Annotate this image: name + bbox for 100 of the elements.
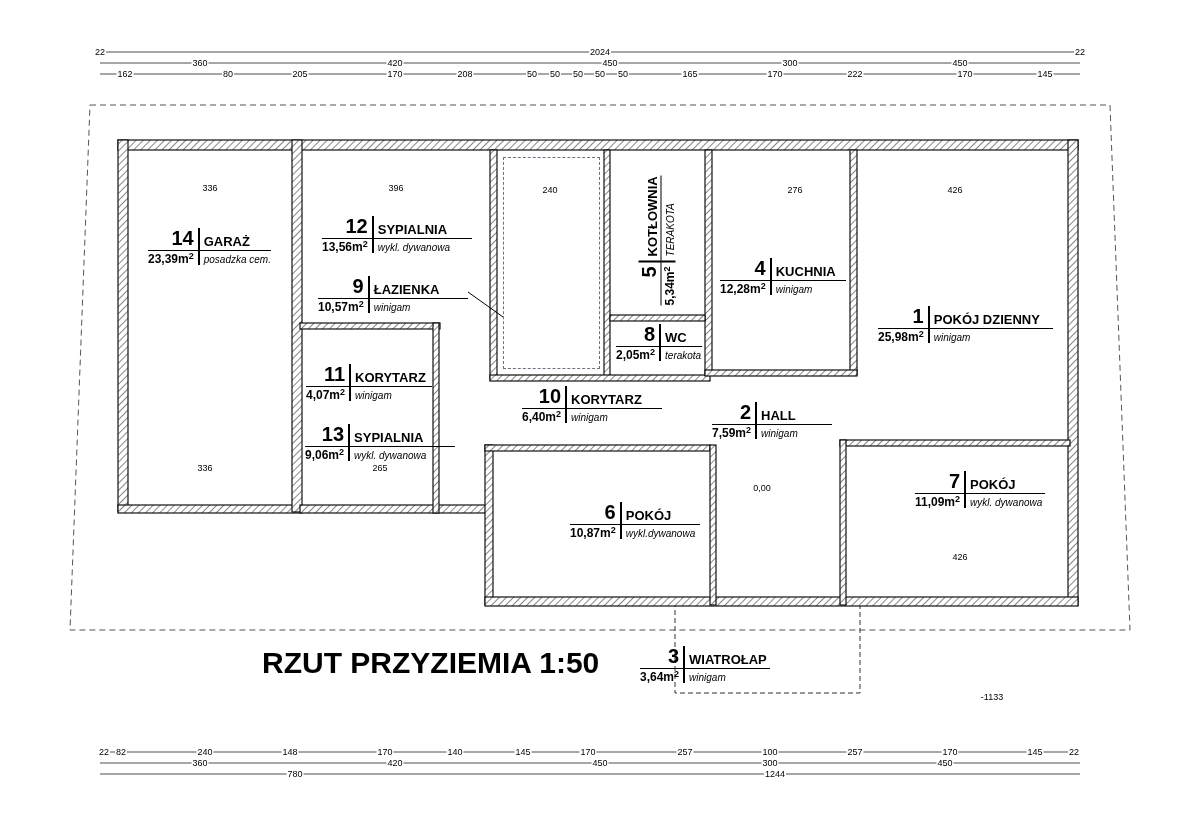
room-area: 12,28m$^{2}$ [720, 281, 772, 295]
dimension-label: 145 [1036, 69, 1054, 79]
dimension-label: 22 [94, 47, 106, 57]
dimension-label: 222 [846, 69, 864, 79]
dimension-label: 265 [371, 463, 389, 473]
dimension-label: 240 [196, 747, 214, 757]
dimension-label: 257 [846, 747, 864, 757]
dimension-label: 80 [222, 69, 234, 79]
dimension-label: 420 [386, 58, 404, 68]
dimension-label: 780 [286, 769, 304, 779]
room-label [305, 424, 455, 461]
dimension-label: 50 [549, 69, 561, 79]
room-name: WC [661, 331, 702, 347]
room-label [640, 646, 770, 683]
leader-line [467, 291, 504, 318]
floor-finish: winigam [932, 331, 972, 343]
room-label [322, 216, 472, 253]
room-name: POKÓJ [966, 478, 1045, 494]
dimension-label: 420 [386, 758, 404, 768]
dimension-label: 360 [191, 58, 209, 68]
dimension-label: 450 [936, 758, 954, 768]
room-number: 12 [322, 216, 374, 239]
dimension-label: 276 [786, 185, 804, 195]
dimension-label: 396 [387, 183, 405, 193]
dimension-label: 2024 [589, 47, 611, 57]
room-area: 10,57m$^{2}$ [318, 299, 370, 313]
dimension-label: 145 [1026, 747, 1044, 757]
dimension-label: 22 [98, 747, 110, 757]
dimension-label: 50 [572, 69, 584, 79]
room-name: SYPIALNIA [373, 223, 472, 239]
room-name: ŁAZIENKA [369, 283, 468, 299]
dimension-label: 148 [281, 747, 299, 757]
room-name: POKÓJ [621, 509, 700, 525]
dimension-label: -1133 [979, 692, 1005, 702]
floor-finish: TERAKOTA [663, 202, 676, 259]
dimension-label: 205 [291, 69, 309, 79]
dimension-label: 450 [591, 758, 609, 768]
room-label [712, 402, 832, 439]
dimension-label: 426 [951, 552, 969, 562]
room-label [306, 364, 432, 401]
room-label [522, 386, 662, 423]
room-name: KORYTARZ [351, 371, 432, 387]
floor-finish: wykl.dywanowa [624, 527, 697, 539]
dimension-label: 360 [191, 758, 209, 768]
room-area: 2,05m$^{2}$ [616, 347, 662, 361]
room-area: 10,87m$^{2}$ [570, 525, 622, 539]
room-number: 1 [878, 306, 930, 329]
floor-finish: terakota [664, 349, 702, 361]
room-number: 14 [148, 228, 200, 251]
room-name: WIATROŁAP [685, 653, 770, 669]
dimension-label: 170 [766, 69, 784, 79]
floor-finish: winigam [354, 389, 393, 401]
dimension-label: 22 [1068, 747, 1080, 757]
room-name: HALL [757, 409, 832, 425]
dimension-label: 170 [956, 69, 974, 79]
room-area: 3,64m$^{2}$ [640, 669, 686, 683]
dimension-label: 450 [601, 58, 619, 68]
room-label [570, 502, 700, 539]
dimension-label: 82 [115, 747, 127, 757]
dimension-label: 100 [761, 747, 779, 757]
room-number: 11 [306, 364, 352, 387]
dimension-label: 208 [456, 69, 474, 79]
floor-finish: winigam [372, 301, 412, 313]
room-area: 7,59m$^{2}$ [712, 425, 758, 439]
floor-finish: winigam [774, 283, 814, 295]
room-number: 6 [570, 502, 622, 525]
floor-finish: wykl. dywanowa [969, 496, 1044, 508]
dimension-label: 170 [941, 747, 959, 757]
room-name: KUCHNIA [771, 265, 846, 281]
room-area: 13,56m$^{2}$ [322, 239, 374, 253]
room-number: 10 [522, 386, 568, 409]
room-name: GARAŻ [199, 235, 271, 251]
dimension-label: 50 [594, 69, 606, 79]
room-label [318, 276, 468, 313]
room-number: 9 [318, 276, 370, 299]
room-area: 4,07m$^{2}$ [306, 387, 352, 401]
room-name: KORYTARZ [567, 393, 662, 409]
floor-finish: posadzka cem. [202, 253, 271, 265]
dimension-label: 170 [386, 69, 404, 79]
room-number: 5 [638, 260, 662, 306]
dimension-label: 240 [541, 185, 559, 195]
dimension-label: 145 [514, 747, 532, 757]
dimension-label: 1244 [764, 769, 786, 779]
room-area: 25,98m$^{2}$ [878, 329, 930, 343]
dimension-label: 257 [676, 747, 694, 757]
dimension-label: 140 [446, 747, 464, 757]
floor-finish: winigam [688, 671, 727, 683]
room-label [878, 306, 1053, 343]
dimension-label: 165 [681, 69, 699, 79]
floor-finish: wykl. dywanowa [376, 241, 451, 253]
room-label [915, 471, 1045, 508]
room-name: KOTŁOWNIA [645, 175, 662, 261]
dimension-label: 50 [617, 69, 629, 79]
floor-finish: winigam [760, 427, 799, 439]
dimension-label: 22 [1074, 47, 1086, 57]
room-number: 8 [616, 324, 662, 347]
room-area: 11,09m$^{2}$ [915, 494, 967, 508]
room-number: 4 [720, 258, 772, 281]
room-area: 9,06m$^{2}$ [305, 447, 351, 461]
dimension-label: 450 [951, 58, 969, 68]
